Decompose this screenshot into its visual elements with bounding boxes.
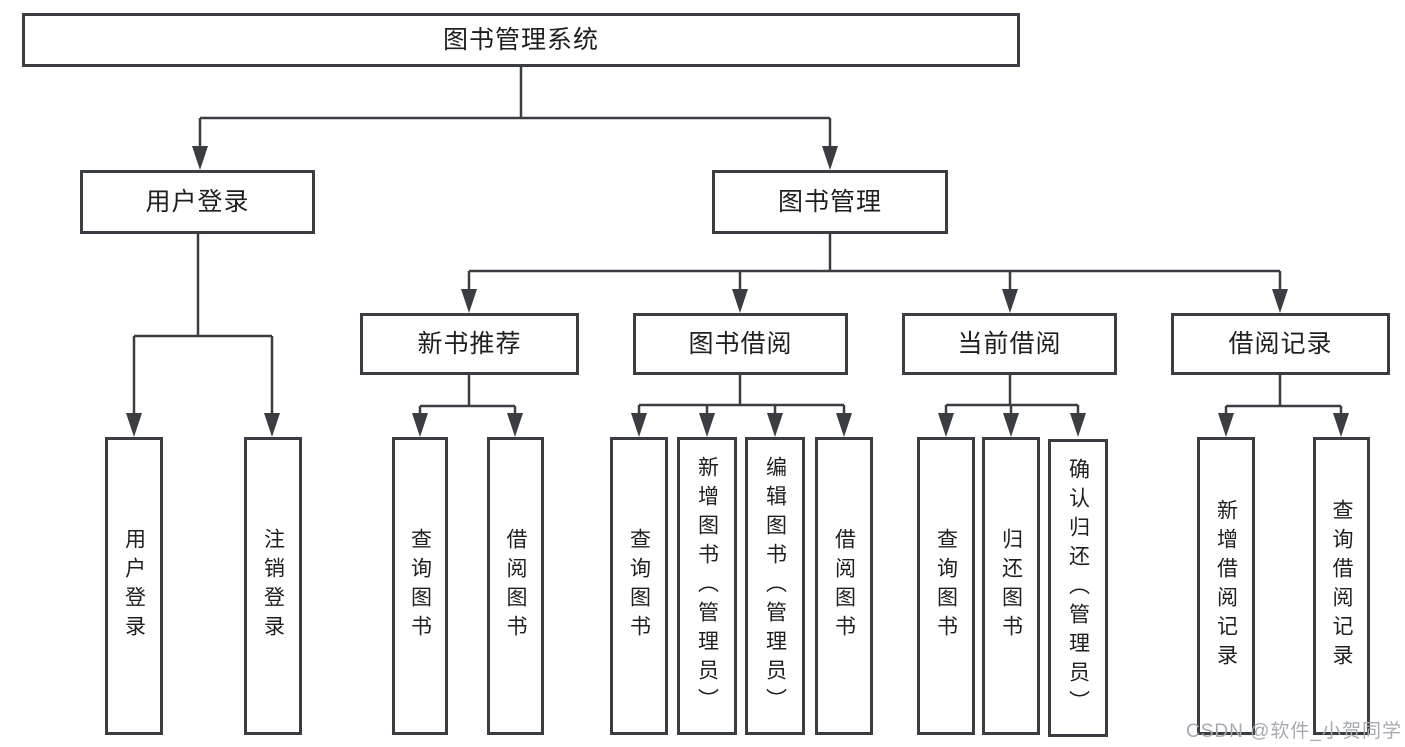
leaf-edit-books-admin: 编辑图书（管理员） [745,437,805,735]
arrowhead-icon [192,146,208,170]
arrowhead-icon [126,413,142,437]
node-user-login: 用户登录 [80,170,315,234]
node-borrow-records: 借阅记录 [1171,313,1390,375]
leaf-confirm-return-admin: 确认归还（管理员） [1048,439,1108,737]
leaf-return-books: 归还图书 [982,437,1040,735]
connector-new-books-branch [412,375,523,437]
leaf-add-books-admin: 新增图书（管理员） [677,437,737,735]
leaf-query-books-1: 查询图书 [392,437,448,735]
arrowhead-icon [767,413,783,437]
arrowhead-icon [822,146,838,170]
arrowhead-icon [1003,413,1019,437]
leaf-add-borrow-record: 新增借阅记录 [1197,437,1255,735]
node-current-borrow: 当前借阅 [902,313,1117,375]
node-book-borrow: 图书借阅 [633,313,848,375]
connector-borrow-records-branch [1218,375,1349,437]
arrowhead-icon [1272,289,1288,313]
leaf-query-books-2: 查询图书 [610,437,668,735]
leaf-logout: 注销登录 [244,437,302,735]
connector-current-borrow-branch [938,375,1086,437]
connector-book-borrow-branch [631,375,852,437]
arrowhead-icon [699,413,715,437]
leaf-query-borrow-record: 查询借阅记录 [1313,437,1370,735]
arrowhead-icon [1002,289,1018,313]
node-new-book-recommend: 新书推荐 [360,313,579,375]
arrowhead-icon [1070,413,1086,437]
connector-root-branch [192,67,838,170]
arrowhead-icon [461,289,477,313]
arrowhead-icon [1218,413,1234,437]
arrowhead-icon [631,413,647,437]
connector-book-mgmt-branch [461,234,1288,313]
watermark: CSDN @软件_小贺同学 [1186,721,1402,742]
leaf-borrow-books-1: 借阅图书 [487,437,544,735]
arrowhead-icon [938,413,954,437]
leaf-borrow-books-2: 借阅图书 [815,437,873,735]
node-root-system: 图书管理系统 [22,13,1020,67]
connector-user-login-branch [126,234,280,437]
arrowhead-icon [836,413,852,437]
arrowhead-icon [1333,413,1349,437]
arrowhead-icon [412,413,428,437]
node-book-management: 图书管理 [712,170,948,234]
arrowhead-icon [264,413,280,437]
arrowhead-icon [732,289,748,313]
leaf-user-login: 用户登录 [105,437,163,735]
arrowhead-icon [507,413,523,437]
leaf-query-books-3: 查询图书 [917,437,975,735]
